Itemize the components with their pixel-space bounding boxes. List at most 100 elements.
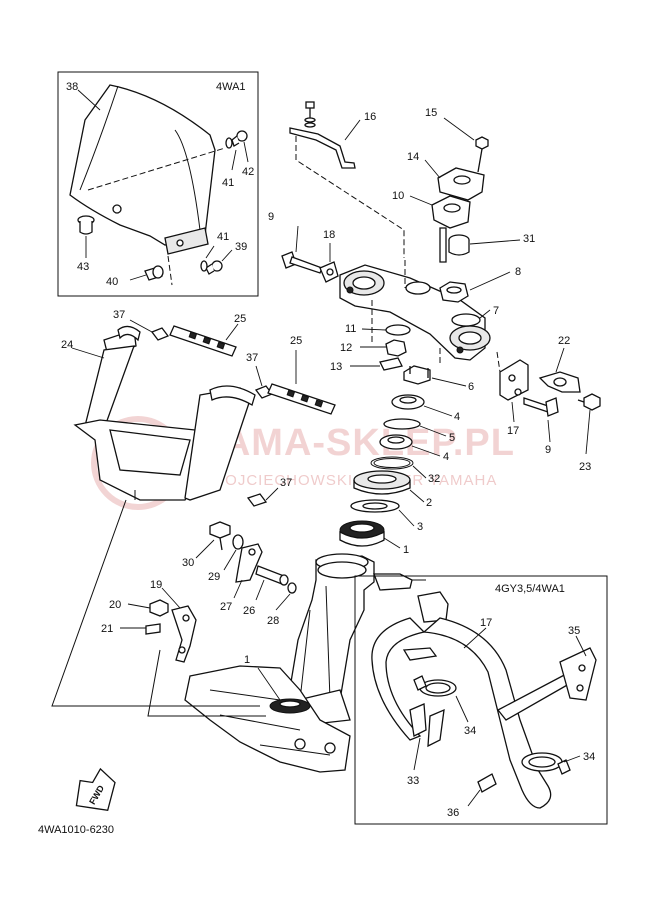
guard-17-part — [371, 591, 597, 809]
callout-28: 28 — [267, 615, 279, 627]
ring-nut-4-upper-part — [391, 394, 425, 410]
pad-37-bottom-part — [246, 493, 268, 507]
callout-13: 13 — [330, 361, 342, 373]
bracket-17-right-part — [499, 359, 529, 401]
callout-41b: 41 — [217, 231, 229, 243]
callout-4b: 4 — [443, 451, 449, 463]
callout-19: 19 — [150, 579, 162, 591]
callout-1a: 1 — [403, 544, 409, 556]
watermark-main: YAMA-SKLEP.PL — [200, 422, 515, 464]
clip-21-part — [145, 623, 161, 635]
grommet-part — [77, 215, 95, 235]
callout-22: 22 — [558, 335, 570, 347]
nut-8-part — [439, 281, 469, 303]
holder-upper-14-part — [437, 167, 485, 201]
inset-4gy3: 4GY3,5/4WA1 17 35 34 3 — [354, 575, 608, 825]
bracket-22-part — [538, 371, 581, 393]
bolt-26-part — [255, 565, 289, 586]
callout-17b: 17 — [480, 617, 492, 629]
o-ring-32-part — [370, 456, 414, 470]
callout-15: 15 — [425, 107, 437, 119]
callout-33: 33 — [407, 775, 419, 787]
callout-17a: 17 — [507, 425, 519, 437]
inset-4wa1-frame — [57, 71, 259, 297]
callout-9a: 9 — [268, 211, 274, 223]
pad-33-part — [409, 703, 445, 748]
fwd-direction-mark: FWD — [75, 767, 116, 812]
bracket-16-part — [289, 101, 356, 169]
callout-23: 23 — [579, 461, 591, 473]
callout-39: 39 — [235, 241, 247, 253]
clamp-34-left-part — [413, 675, 457, 697]
bearing-1-lower-part — [269, 698, 311, 714]
washer-41-top — [225, 137, 233, 149]
crown-bracket-part — [339, 264, 491, 361]
callout-2: 2 — [426, 497, 432, 509]
seal-2-part — [353, 470, 411, 495]
lock-washer-6-part — [403, 365, 431, 385]
bracket-19-part — [171, 605, 197, 663]
washer-29-part — [232, 534, 244, 550]
callout-11: 11 — [345, 323, 356, 335]
lower-frame-part — [184, 665, 351, 773]
inset-4wa1-label: 4WA1 — [216, 81, 246, 93]
washer-5-part — [383, 418, 421, 430]
bearing-1-upper-part — [339, 520, 385, 547]
callout-38: 38 — [66, 81, 78, 93]
windscreen-part — [69, 84, 216, 255]
inset-4gy3-label: 4GY3,5/4WA1 — [495, 583, 565, 595]
callout-1b: 1 — [244, 654, 250, 666]
inset-4wa1: 4WA1 — [57, 71, 259, 297]
pad-36-part — [477, 773, 497, 793]
ring-nut-4-lower-part — [379, 434, 413, 450]
callout-35: 35 — [568, 625, 580, 637]
callout-14: 14 — [407, 151, 419, 163]
washer-11-part — [385, 324, 411, 336]
clamp-34-right-part — [521, 752, 571, 775]
bolt-20-part — [149, 599, 169, 617]
callout-10: 10 — [392, 190, 404, 202]
callout-37c: 37 — [280, 477, 292, 489]
callout-24: 24 — [61, 339, 73, 351]
callout-30: 30 — [182, 557, 194, 569]
callout-3: 3 — [417, 521, 423, 533]
well-nut-part — [144, 265, 164, 281]
bolt-9-left-part — [281, 251, 323, 274]
washer-41-bottom — [200, 260, 208, 272]
drawing-code: 4WA1010-6230 — [38, 824, 114, 836]
clamp-18-part — [319, 261, 339, 283]
callout-9b: 9 — [545, 444, 551, 456]
clamp-27-part — [235, 543, 263, 583]
callout-29: 29 — [208, 571, 220, 583]
bolt-30-part — [209, 521, 231, 551]
inset-4gy3-frame — [354, 575, 608, 825]
callout-26: 26 — [243, 605, 255, 617]
callout-42: 42 — [242, 166, 254, 178]
callout-12: 12 — [340, 342, 352, 354]
callout-8: 8 — [515, 266, 521, 278]
callout-27: 27 — [220, 601, 232, 613]
clip-13-part — [379, 357, 403, 371]
callout-20: 20 — [109, 599, 121, 611]
callout-40: 40 — [106, 276, 118, 288]
callout-5: 5 — [449, 432, 455, 444]
callout-18: 18 — [323, 229, 335, 241]
callout-7: 7 — [493, 305, 499, 317]
callout-37b: 37 — [246, 352, 258, 364]
callout-32: 32 — [428, 473, 440, 485]
bolt-15-part — [475, 136, 489, 173]
callout-37a: 37 — [113, 309, 125, 321]
nut-28-part — [287, 582, 297, 594]
callout-34a: 34 — [464, 725, 476, 737]
bolt-23-part — [577, 393, 601, 411]
cap-31-part — [448, 234, 470, 256]
washer-7-part — [451, 313, 481, 327]
callout-16: 16 — [364, 111, 376, 123]
callout-25a: 25 — [234, 313, 246, 325]
callout-4a: 4 — [454, 411, 460, 423]
decal-25-right-part — [267, 383, 336, 415]
nut-12-part — [385, 339, 407, 357]
number-plate-24-part — [73, 325, 256, 501]
callout-21: 21 — [101, 623, 113, 635]
